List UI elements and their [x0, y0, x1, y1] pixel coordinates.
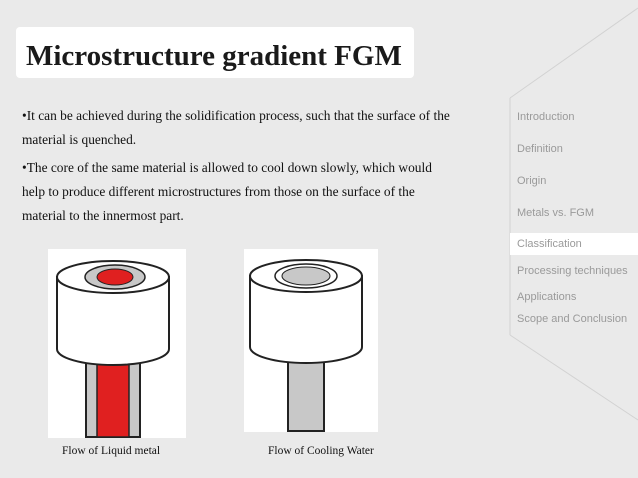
title-box [16, 27, 414, 78]
bullet-line: •The core of the same material is allowe… [22, 160, 432, 175]
cylinder-body [249, 275, 363, 364]
nav-item-introduction[interactable]: Introduction [517, 111, 575, 123]
nav-item-definition[interactable]: Definition [517, 143, 563, 155]
liquid-metal-core [96, 268, 134, 286]
nav-item-applications[interactable]: Applications [517, 291, 577, 303]
nav-item-metals-vs-fgm[interactable]: Metals vs. FGM [517, 207, 595, 219]
bullet-line: material to the innermost part. [22, 208, 184, 223]
bullet-line: •It can be achieved during the solidific… [22, 108, 450, 123]
cooling-core [281, 266, 331, 286]
nav-item-processing-techniques[interactable]: Processing techniques [517, 265, 628, 277]
nav-item-origin[interactable]: Origin [517, 175, 547, 187]
slide-title: Microstructure gradient FGM [26, 40, 402, 72]
cylinder-body [56, 276, 170, 366]
nav-item-scope-and-conclusion[interactable]: Scope and Conclusion [517, 313, 628, 325]
liquid-metal-flow [96, 358, 130, 438]
bullet-item: •The core of the same material is allowe… [22, 156, 492, 228]
left-figure-caption: Flow of Liquid metal [62, 445, 161, 457]
bullet-line: help to produce different microstructure… [22, 184, 415, 199]
nav-item-classification[interactable]: Classification [510, 233, 638, 255]
cooling-water-flow [287, 358, 325, 432]
cooling-water-figure [244, 249, 378, 432]
right-figure-caption: Flow of Cooling Water [268, 445, 374, 457]
bullet-item: •It can be achieved during the solidific… [22, 104, 492, 152]
bullet-line: material is quenched. [22, 132, 137, 147]
liquid-metal-figure [48, 249, 186, 438]
bullet-list: •It can be achieved during the solidific… [22, 104, 492, 232]
